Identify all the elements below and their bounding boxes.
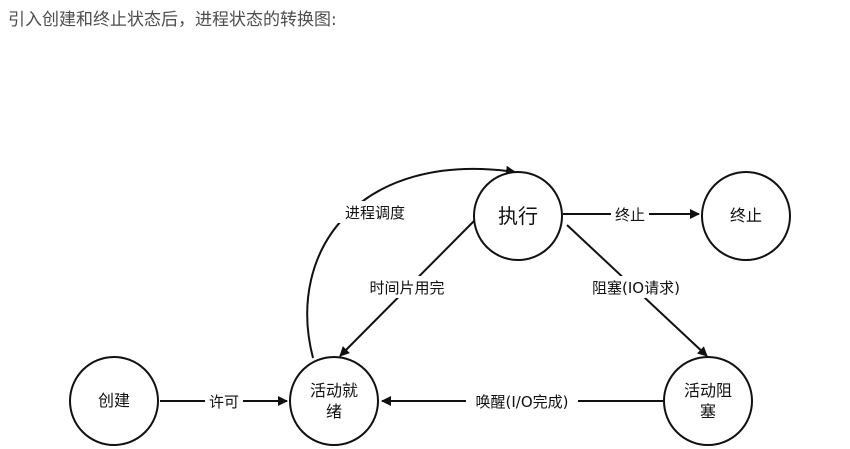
label-timeout-text: 时间片用完 (369, 279, 444, 297)
node-create-label: 创建 (98, 391, 130, 410)
page-heading: 引入创建和终止状态后，进程状态的转换图: (8, 10, 337, 30)
label-schedule-text: 进程调度 (345, 204, 405, 222)
node-create: 创建 (69, 356, 159, 446)
label-wakeup-text: 唤醒(I/O完成) (476, 393, 569, 411)
label-wakeup: 唤醒(I/O完成) (466, 391, 578, 411)
label-timeout: 时间片用完 (361, 276, 453, 298)
label-admit: 许可 (205, 391, 243, 411)
node-ready: 活动就 绪 (289, 356, 379, 446)
node-terminate-label: 终止 (730, 206, 762, 225)
node-ready-label-line1: 活动就 (310, 381, 358, 400)
label-terminate-text: 终止 (615, 206, 645, 224)
label-block: 阻塞(IO请求) (583, 276, 689, 298)
label-admit-text: 许可 (209, 393, 239, 411)
label-block-text: 阻塞(IO请求) (592, 279, 680, 297)
node-exec-label: 执行 (498, 204, 538, 228)
node-blocked-label-line1: 活动阻 (684, 381, 732, 400)
label-schedule: 进程调度 (338, 201, 412, 223)
label-terminate: 终止 (611, 204, 649, 224)
node-exec: 执行 (473, 171, 563, 261)
node-terminate: 终止 (701, 171, 791, 261)
node-blocked-label-line2: 塞 (700, 402, 716, 421)
node-ready-label-line2: 绪 (326, 402, 342, 421)
node-blocked: 活动阻 塞 (663, 356, 753, 446)
